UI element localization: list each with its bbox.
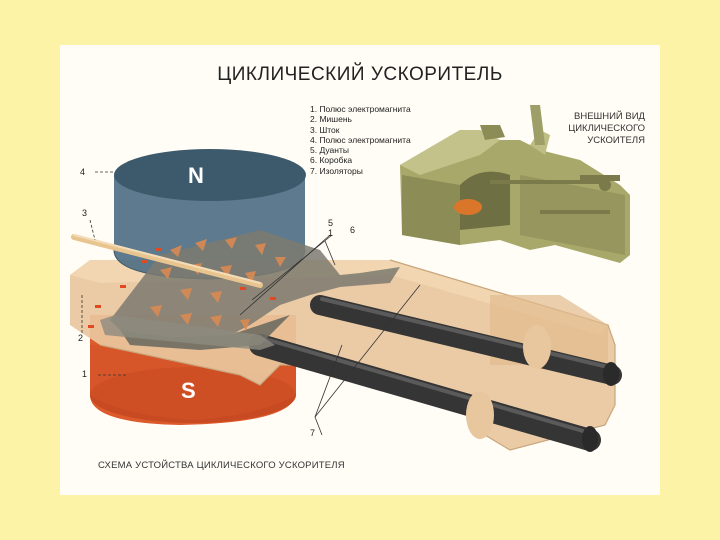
legend-item: 1. Полюс электромагнита — [310, 104, 411, 114]
legend-item: 5. Дуанты — [310, 145, 349, 156]
diagram-caption: СХЕМА УСТОЙСТВА ЦИКЛИЧЕСКОГО УСКОРИТЕЛЯ — [98, 460, 345, 471]
callout-5: 5 — [328, 218, 334, 228]
machine-external-view — [400, 105, 630, 263]
rod-stock — [71, 234, 263, 288]
external-view-title: ВНЕШНИЙ ВИД ЦИКЛИЧЕСКОГО УСКОИТЕЛЯ — [530, 111, 645, 147]
callout-5b: 1 — [328, 228, 334, 238]
legend-item: 6. Коробка — [310, 155, 353, 166]
legend-list: 1. Полюс электромагнита 2. Мишень 3. Што… — [310, 104, 411, 176]
callout-1: 1 — [82, 369, 88, 379]
legend-item: 7. Изоляторы — [310, 165, 363, 176]
poster: ЦИКЛИЧЕСКИЙ УСКОРИТЕЛЬ 1. Полюс электром… — [60, 45, 660, 495]
callout-4: 4 — [80, 167, 86, 177]
accelerator-diagram — [70, 105, 630, 452]
legend-item: 4. Полюс электромагнита — [310, 134, 411, 145]
legend-item: 2. Мишень — [310, 114, 352, 125]
callout-2: 2 — [78, 333, 84, 343]
callout-6: 6 — [350, 225, 356, 235]
external-view-title-line: ВНЕШНИЙ ВИД — [574, 111, 645, 122]
callout-3: 3 — [82, 208, 88, 218]
external-view-title-line: УСКОИТЕЛЯ — [587, 135, 645, 146]
south-pole-label: S — [181, 378, 196, 403]
insulator-rods — [249, 295, 622, 452]
legend-item: 3. Шток — [310, 124, 340, 135]
leader-lines — [81, 171, 421, 436]
callout-7: 7 — [310, 428, 316, 438]
diagram-title: ЦИКЛИЧЕСКИЙ УСКОРИТЕЛЬ — [217, 64, 503, 85]
external-view-title-line: ЦИКЛИЧЕСКОГО — [568, 123, 645, 134]
north-pole-label: N — [188, 163, 204, 188]
